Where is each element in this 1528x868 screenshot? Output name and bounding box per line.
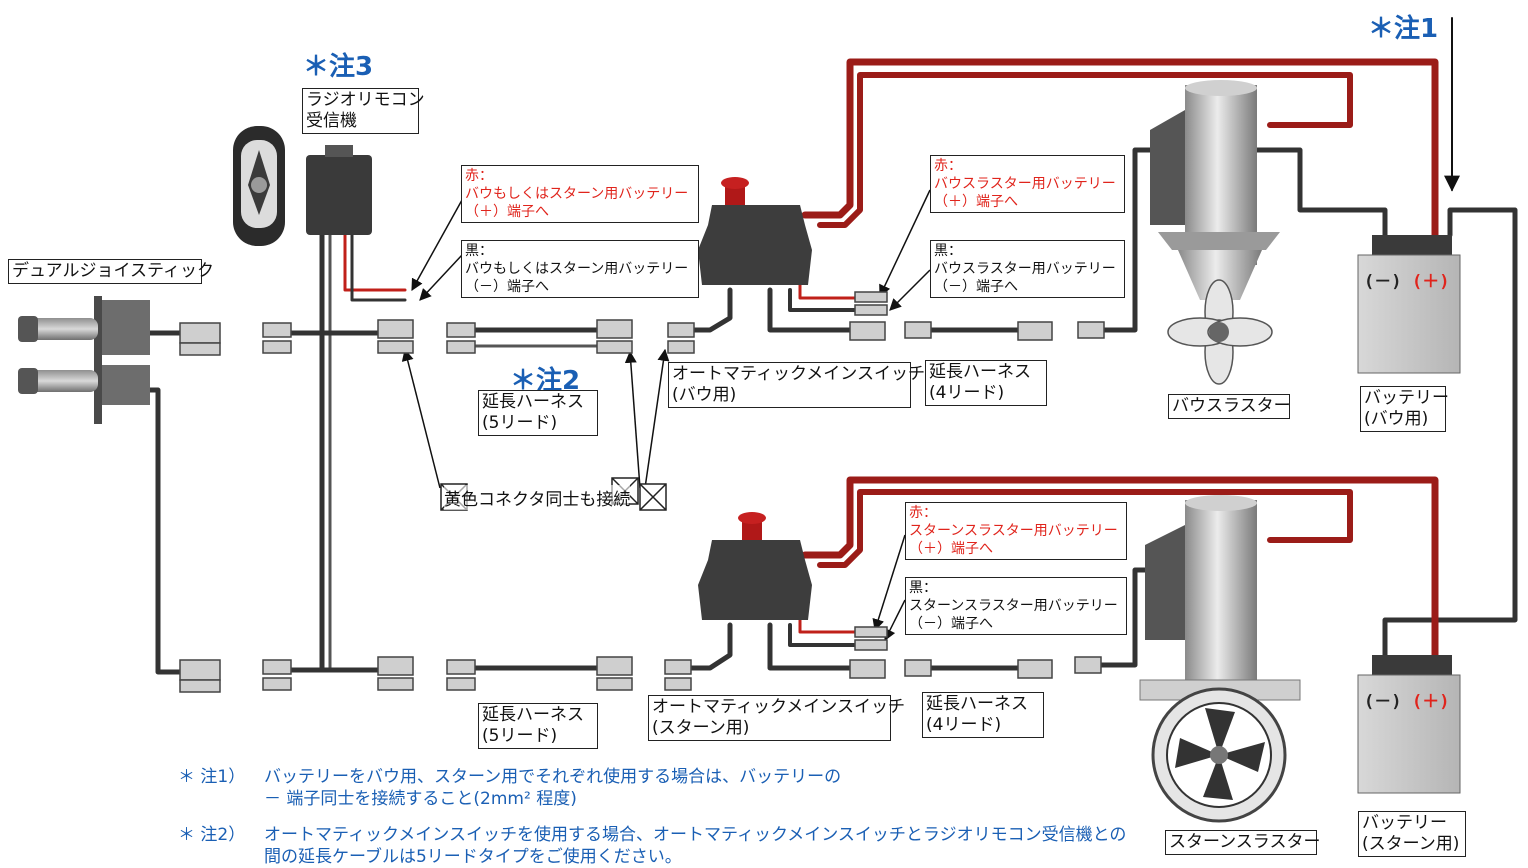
connector-icon xyxy=(1077,321,1105,339)
radio-receiver-label: ラジオリモコン 受信機 xyxy=(302,88,425,134)
footnote-2: ＊ 注2）オートマティックメインスイッチを使用する場合、オートマティックメインス… xyxy=(178,825,1127,867)
ext-5lead-top-label: 延長ハーネス (5リード) xyxy=(478,390,598,436)
connector-icon xyxy=(377,677,414,691)
bow-thruster-icon xyxy=(1150,80,1280,385)
battery-icon-stern xyxy=(1357,655,1461,794)
connector-icon xyxy=(596,319,633,339)
stern-thruster-icon xyxy=(1139,495,1301,823)
connector-icon xyxy=(377,340,414,354)
connector-icon xyxy=(854,639,888,651)
connector-icon xyxy=(596,677,633,691)
auto-switch-stern-label: オートマティックメインスイッチ (スターン用) xyxy=(648,695,905,741)
connector-icon xyxy=(262,322,292,338)
connector-icon xyxy=(446,322,476,338)
stern-thruster-red-label: 赤： スターンスラスター用バッテリー （＋）端子へ xyxy=(905,502,1127,560)
connector-icon xyxy=(446,677,476,691)
connector-icon xyxy=(849,321,886,341)
connector-icon xyxy=(854,304,888,316)
footnote-1: ＊ 注1）バッテリーをバウ用、スターン用でそれぞれ使用する場合は、バッテリーの … xyxy=(178,767,842,809)
connector-icon xyxy=(179,659,221,681)
connector-icon xyxy=(179,322,221,344)
battery-bow-plus: (＋) xyxy=(1412,272,1450,292)
stern-thruster-black-label: 黒： スターンスラスター用バッテリー （－）端子へ xyxy=(905,577,1127,635)
bow-red-power-wire xyxy=(801,58,1439,239)
dual-joystick-icon xyxy=(18,296,150,424)
connector-icon xyxy=(1017,659,1053,679)
battery-negative-link xyxy=(1382,207,1518,658)
battery-icon-bow xyxy=(1357,235,1461,374)
battery-bow-minus: (－) xyxy=(1364,272,1402,292)
stern-red-power-wire xyxy=(801,476,1439,659)
connector-icon xyxy=(179,679,221,693)
connector-icon xyxy=(667,340,695,354)
connector-icon xyxy=(664,659,692,675)
connector-icon xyxy=(904,659,932,677)
connectors xyxy=(179,291,1105,693)
leader-lines xyxy=(401,189,931,642)
connector-icon xyxy=(377,319,414,339)
wires xyxy=(147,17,1518,675)
connector-icon xyxy=(446,340,476,354)
connector-icon xyxy=(262,340,292,354)
ext-5lead-bottom-label: 延長ハーネス (5リード) xyxy=(478,703,598,749)
connector-icon xyxy=(904,321,932,339)
connector-icon xyxy=(446,659,476,675)
connector-icon xyxy=(1017,321,1053,341)
ext-4lead-top-label: 延長ハーネス (4リード) xyxy=(925,360,1047,406)
connector-icon xyxy=(377,656,414,676)
receiver-box-icon xyxy=(306,145,372,235)
connector-icon xyxy=(596,340,633,354)
connector-icon xyxy=(854,626,888,638)
bow-thruster-red-label: 赤： バウスラスター用バッテリー （＋）端子へ xyxy=(930,155,1125,213)
connector-icon xyxy=(262,677,292,691)
connector-icon xyxy=(854,291,888,303)
auto-switch-bow-label: オートマティックメインスイッチ (バウ用) xyxy=(668,362,925,408)
radio-remote-icon xyxy=(233,126,285,246)
connector-icon xyxy=(664,677,692,691)
connector-icon xyxy=(1074,656,1102,674)
battery-stern-plus: (＋) xyxy=(1412,692,1450,712)
bow-red-terminal-label: 赤： バウもしくはスターン用バッテリー （＋）端子へ xyxy=(461,165,699,223)
yellow-connectors-label: 黄色コネクタ同士も接続 xyxy=(444,485,631,510)
connector-icon xyxy=(667,322,695,338)
connector-icon xyxy=(596,656,633,676)
connector-icon xyxy=(849,659,886,679)
connector-icon xyxy=(179,342,221,356)
note1-marker: ＊注1 xyxy=(1368,14,1439,44)
connector-icon xyxy=(262,659,292,675)
battery-bow-label: バッテリー (バウ用) xyxy=(1360,386,1449,432)
automatic-main-switch-icon-stern xyxy=(698,512,812,620)
bow-thruster-black-label: 黒： バウスラスター用バッテリー （－）端子へ xyxy=(930,240,1125,298)
battery-stern-minus: (－) xyxy=(1364,692,1402,712)
battery-stern-label: バッテリー (スターン用) xyxy=(1358,811,1466,857)
dual-joystick-label: デュアルジョイスティック xyxy=(8,259,214,284)
bow-thruster-label: バウスラスター xyxy=(1168,394,1291,419)
automatic-main-switch-icon xyxy=(698,177,812,285)
note3-marker: ＊注3 xyxy=(303,52,374,82)
stern-thruster-label: スターンスラスター xyxy=(1165,830,1320,855)
bow-black-terminal-label: 黒： バウもしくはスターン用バッテリー （－）端子へ xyxy=(461,240,699,298)
ext-4lead-bottom-label: 延長ハーネス (4リード) xyxy=(922,692,1044,738)
